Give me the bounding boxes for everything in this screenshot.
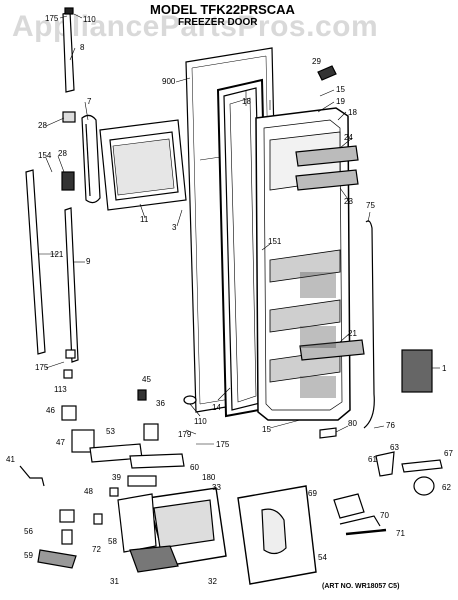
diagram-title: MODEL TFK22PRSCAA (150, 2, 295, 17)
callout-label: 180 (202, 473, 216, 482)
callout-label: 151 (268, 237, 282, 246)
callout-label: 18 (242, 97, 251, 106)
part-54-front-panel (237, 485, 317, 585)
callout-label: 54 (318, 553, 327, 562)
part-46 (61, 405, 77, 421)
callout-label: 15 (336, 85, 345, 94)
callout-label: 28 (58, 149, 67, 158)
part-59 (37, 549, 77, 569)
part-45 (137, 389, 147, 401)
part-121-strip (25, 169, 46, 355)
callout-label: 39 (112, 473, 121, 482)
dispenser-assembly (117, 487, 227, 573)
callout-label: 72 (92, 545, 101, 554)
part-28-clip (61, 111, 76, 191)
callout-label: 9 (86, 257, 91, 266)
callout-label: 71 (396, 529, 405, 538)
part-9-trim (64, 207, 79, 363)
callout-label: 45 (142, 375, 151, 384)
callout-label: 36 (156, 399, 165, 408)
callout-label: 14 (212, 403, 221, 412)
part-70 (339, 515, 381, 527)
callout-label: 8 (80, 43, 85, 52)
callout-label: 67 (444, 449, 453, 458)
callout-label: 23 (344, 197, 353, 206)
callout-label: 110 (194, 417, 207, 426)
callout-label: 19 (336, 97, 345, 106)
callout-label: 121 (50, 250, 64, 259)
callout-label: 75 (366, 201, 375, 210)
callout-label: 15 (262, 425, 271, 434)
part-36 (143, 423, 159, 441)
callout-label: 80 (348, 419, 357, 428)
door-liner (255, 107, 365, 421)
part-75-tube (363, 220, 375, 429)
art-number: (ART NO. WR18057 C5) (322, 583, 400, 590)
callout-label: 29 (312, 57, 321, 66)
callout-label: 69 (308, 489, 317, 498)
callout-label: 113 (54, 385, 67, 394)
callout-label: 32 (208, 577, 217, 586)
callout-label: 110 (83, 15, 96, 24)
callout-label: 60 (190, 463, 199, 472)
part-113 (63, 369, 73, 379)
callout-label: 154 (38, 151, 52, 160)
callout-label: 900 (162, 77, 176, 86)
callout-label: 3 (172, 223, 177, 232)
callout-label: 31 (110, 577, 119, 586)
diagram-subtitle: FREEZER DOOR (178, 17, 258, 28)
callout-label: 61 (368, 455, 377, 464)
callout-label: 24 (344, 133, 353, 142)
part-29 (317, 65, 337, 81)
callout-label: 11 (140, 215, 149, 224)
callout-label: 46 (46, 406, 55, 415)
part-71 (345, 528, 387, 536)
part-62 (413, 476, 435, 496)
callout-label: 59 (24, 551, 33, 560)
part-48 (109, 487, 119, 497)
part-1-label (401, 349, 433, 393)
callout-label: 62 (442, 483, 451, 492)
callout-label: 175 (216, 440, 230, 449)
callout-label: 58 (108, 537, 117, 546)
part-7-handle (81, 114, 101, 204)
part-60 (129, 453, 185, 469)
part-67 (401, 459, 443, 473)
callout-label: 48 (84, 487, 93, 496)
part-72 (93, 513, 103, 525)
callout-label: 7 (87, 97, 92, 106)
part-11-window-frame (99, 119, 187, 211)
callout-label: 1 (442, 364, 447, 373)
part-110b (183, 395, 197, 405)
part-39 (127, 475, 157, 487)
callout-label: 76 (386, 421, 395, 430)
part-41 (19, 465, 45, 487)
callout-label: 53 (106, 427, 115, 436)
callout-label: 47 (56, 438, 65, 447)
callout-label: 33 (212, 483, 221, 492)
part-47 (71, 429, 95, 453)
callout-labels: 175 110 8 7 28 28 154 121 9 175 113 11 3… (6, 14, 453, 586)
callout-label: 179 (178, 430, 192, 439)
part-56 (59, 509, 75, 523)
callout-label: 21 (348, 329, 357, 338)
part-80 (319, 427, 337, 439)
callout-label: 63 (390, 443, 399, 452)
callout-label: 56 (24, 527, 33, 536)
part-61 (375, 451, 395, 477)
callout-label: 175 (45, 14, 59, 23)
callout-label: 175 (35, 363, 49, 372)
part-8-hinge-bar (62, 7, 75, 93)
callout-label: 41 (6, 455, 15, 464)
callout-label: 70 (380, 511, 389, 520)
callout-label: 28 (38, 121, 47, 130)
callout-label: 18 (348, 108, 357, 117)
watermark: AppliancePartsPros.com (12, 10, 379, 43)
part-69 (333, 493, 365, 519)
